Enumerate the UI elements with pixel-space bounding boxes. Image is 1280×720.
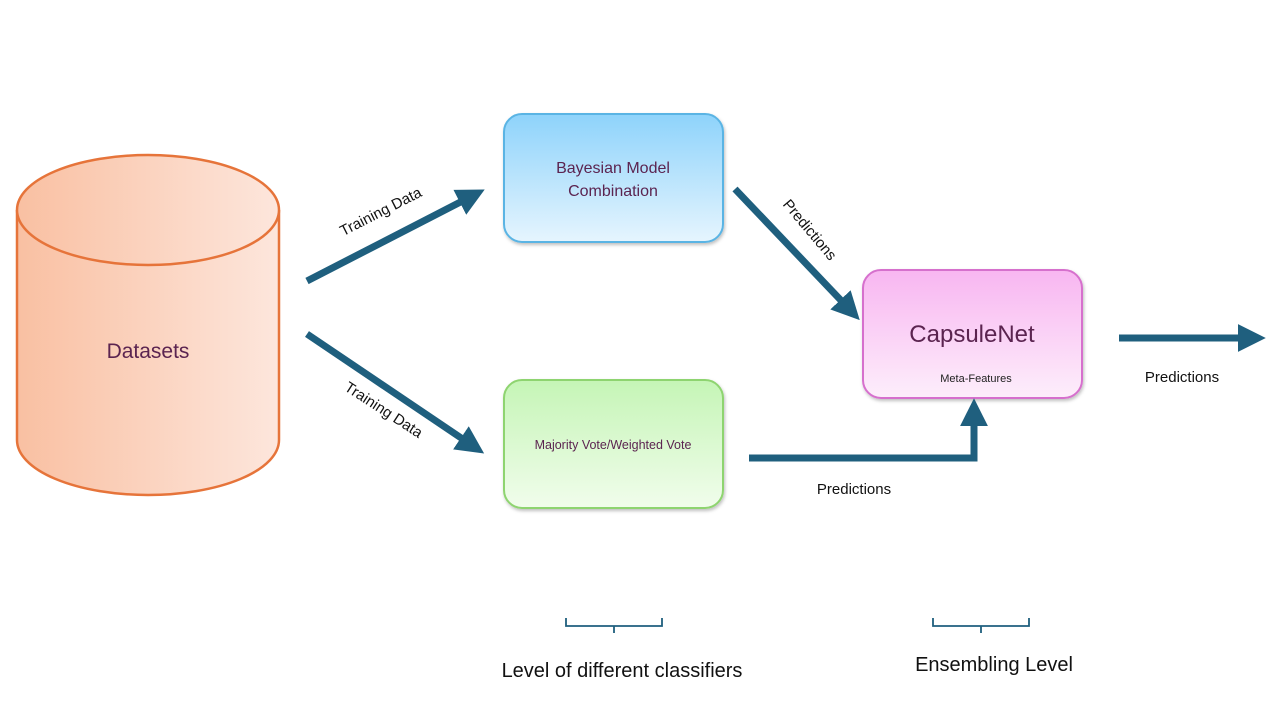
- brace-classifiers: [565, 618, 663, 633]
- datasets-cylinder[interactable]: Datasets: [15, 153, 281, 497]
- majority-vote-label: Majority Vote/Weighted Vote: [535, 438, 692, 452]
- level-ensembling-label: Ensembling Level: [915, 654, 1073, 676]
- predictions-label-bmc: Predictions: [779, 196, 840, 264]
- arrow-bmc-to-capsule: [732, 186, 860, 321]
- arrow-training-top: [305, 189, 485, 285]
- meta-features-label: Meta-Features: [940, 373, 1012, 385]
- bmc-label-line1: Bayesian Model: [556, 160, 670, 177]
- training-data-label-top: Training Data: [337, 184, 425, 240]
- predictions-label-majority: Predictions: [817, 481, 891, 498]
- level-classifiers-label: Level of different classifiers: [502, 660, 743, 682]
- capsulenet-node[interactable]: CapsuleNet Meta-Features: [862, 269, 1083, 399]
- capsulenet-label: CapsuleNet: [909, 321, 1035, 348]
- datasets-label: Datasets: [107, 340, 190, 363]
- majority-vote-node[interactable]: Majority Vote/Weighted Vote: [503, 379, 724, 509]
- arrow-training-bottom: [305, 331, 485, 454]
- arrow-majority-to-capsule: [749, 398, 988, 462]
- predictions-label-output: Predictions: [1145, 369, 1219, 386]
- bmc-label-line2: Combination: [568, 183, 658, 200]
- brace-ensembling: [932, 618, 1030, 633]
- bmc-node[interactable]: Bayesian Model Combination: [503, 113, 724, 243]
